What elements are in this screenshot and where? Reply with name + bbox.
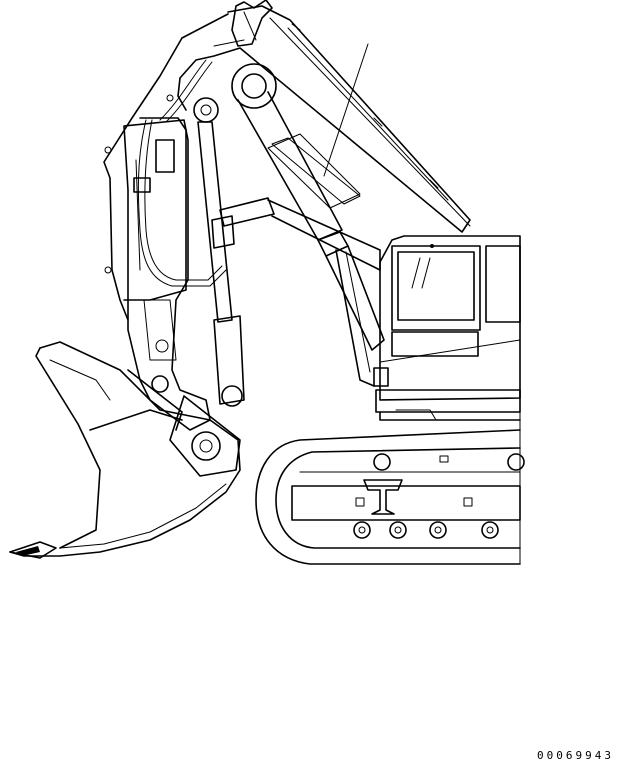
hydraulic-hoses [133, 59, 381, 287]
bucket [9, 341, 241, 559]
boom [103, 0, 471, 321]
upper-structure [335, 249, 521, 421]
arm [123, 119, 211, 431]
bucket-linkage [127, 369, 241, 477]
undercarriage-track [255, 429, 525, 565]
callout-leader [271, 43, 369, 205]
operator-cab [373, 235, 521, 413]
arm-cylinder [193, 97, 245, 407]
drawing-number: 00069943 [537, 749, 614, 762]
boom-cylinder [231, 63, 385, 351]
